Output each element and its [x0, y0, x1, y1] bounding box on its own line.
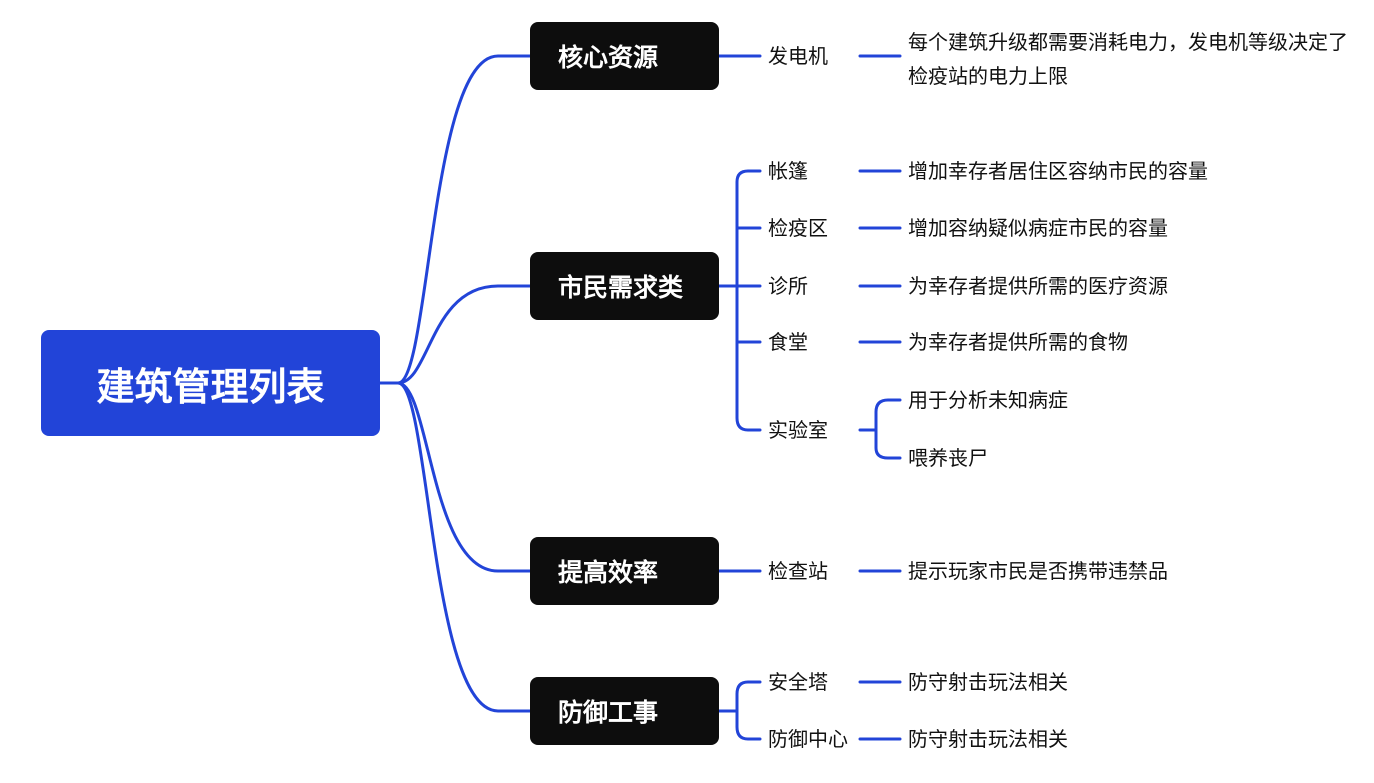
detail-defense-center: 防守射击玩法相关 [908, 727, 1068, 751]
item-canteen[interactable]: 食堂 [768, 330, 808, 354]
link-root-citizen [378, 284, 532, 385]
item-laboratory[interactable]: 实验室 [768, 418, 828, 442]
link-defense-bracket [717, 680, 762, 741]
detail-generator: 每个建筑升级都需要消耗电力，发电机等级决定了检疫站的电力上限 [908, 30, 1348, 88]
category-core-resources[interactable]: 核心资源 [530, 22, 719, 90]
detail-laboratory-analyze: 用于分析未知病症 [908, 388, 1068, 412]
link-root-core [378, 54, 532, 385]
item-tent[interactable]: 帐篷 [768, 159, 808, 183]
item-quarantine-zone[interactable]: 检疫区 [768, 216, 828, 240]
category-defense[interactable]: 防御工事 [530, 677, 719, 745]
category-citizen-needs[interactable]: 市民需求类 [530, 252, 719, 320]
link-root-efficiency [378, 381, 532, 573]
link-lab-bracket [858, 398, 902, 460]
detail-checkpoint: 提示玩家市民是否携带违禁品 [908, 559, 1168, 583]
item-clinic[interactable]: 诊所 [768, 274, 808, 298]
detail-laboratory-feed: 喂养丧尸 [908, 446, 988, 470]
detail-clinic: 为幸存者提供所需的医疗资源 [908, 274, 1168, 298]
category-efficiency[interactable]: 提高效率 [530, 537, 719, 605]
detail-security-tower: 防守射击玩法相关 [908, 670, 1068, 694]
link-citizen-bracket [717, 169, 762, 432]
root-node[interactable]: 建筑管理列表 [41, 330, 380, 436]
detail-canteen: 为幸存者提供所需的食物 [908, 330, 1128, 354]
item-generator[interactable]: 发电机 [768, 44, 828, 68]
item-checkpoint[interactable]: 检查站 [768, 559, 828, 583]
item-security-tower[interactable]: 安全塔 [768, 670, 828, 694]
detail-tent: 增加幸存者居住区容纳市民的容量 [908, 159, 1208, 183]
detail-quarantine-zone: 增加容纳疑似病症市民的容量 [908, 216, 1168, 240]
item-defense-center[interactable]: 防御中心 [768, 727, 848, 751]
link-root-defense [378, 381, 532, 713]
